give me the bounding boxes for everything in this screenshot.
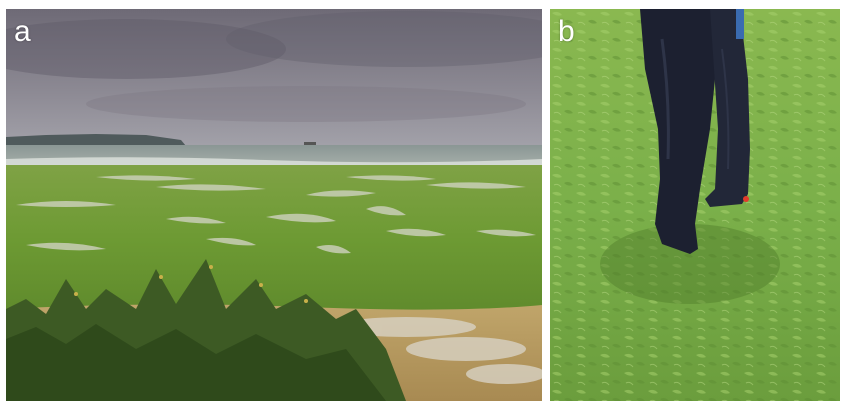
green-algae-flat <box>6 165 542 315</box>
photo-panel-a: a <box>6 9 542 401</box>
headland <box>6 134 186 146</box>
photo-panel-b: b <box>550 9 840 401</box>
sky <box>6 9 542 149</box>
panel-label-a: a <box>14 15 31 48</box>
waders-photo <box>550 9 840 401</box>
beach-photo <box>6 9 542 401</box>
wader-left-leg <box>640 9 716 254</box>
panel-label-b: b <box>558 15 575 48</box>
